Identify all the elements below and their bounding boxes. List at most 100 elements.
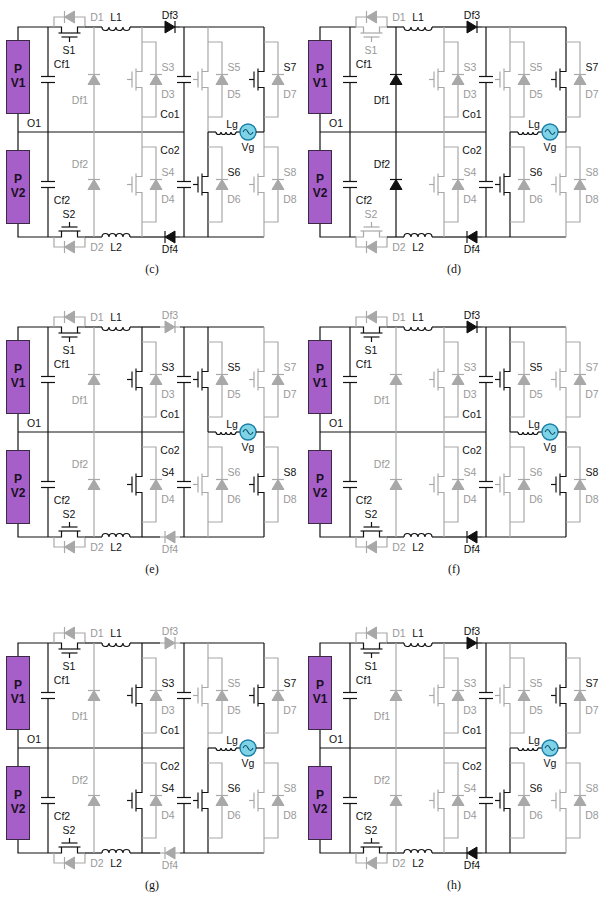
diode-triangle: [165, 321, 175, 333]
wire: [64, 627, 65, 639]
wire: [452, 479, 464, 480]
diode-triangle: [390, 375, 402, 385]
inductor-symbol: [102, 327, 130, 331]
wire: [208, 763, 222, 796]
wire: [208, 190, 222, 223]
wire: [560, 388, 566, 433]
diode-symbol: [65, 857, 75, 869]
diode-symbol: [150, 480, 162, 490]
wire: [356, 643, 364, 649]
diode-symbol: [272, 480, 284, 490]
wire: [160, 26, 165, 27]
wire: [41, 481, 55, 482]
component-label: Cf2: [356, 811, 372, 822]
wire: [518, 795, 530, 796]
wire: [438, 88, 444, 133]
diode-symbol: [216, 75, 228, 85]
wire: [429, 800, 434, 801]
wire: [349, 643, 350, 693]
wire: [349, 327, 350, 377]
component-label: D2: [392, 242, 405, 253]
diode-triangle: [272, 796, 284, 806]
sine-mark: [243, 430, 253, 435]
wire: [438, 809, 444, 854]
diode-symbol: [272, 75, 284, 85]
switch-symbol: [54, 327, 85, 342]
diode-symbol: [390, 132, 402, 237]
switch-symbol: [429, 748, 444, 853]
wire: [518, 690, 530, 691]
component-label: L1: [110, 12, 122, 23]
wire: [93, 132, 94, 180]
source-circle: [542, 424, 558, 440]
component-label: Df2: [72, 459, 88, 470]
wire: [444, 147, 458, 180]
wire: [93, 385, 94, 433]
component-label: D2: [392, 542, 405, 553]
switch-symbol: [356, 838, 387, 853]
wire: [216, 479, 228, 480]
wire: [54, 237, 65, 247]
component-label: D3: [161, 89, 174, 100]
diode-symbol: [88, 748, 100, 853]
wire: [438, 27, 444, 72]
wire: [485, 643, 486, 693]
diode-symbol: [390, 432, 402, 537]
wire: [432, 642, 462, 643]
wire: [93, 327, 94, 375]
wire: [371, 653, 372, 658]
diode-symbol: [574, 180, 586, 190]
diode-triangle: [65, 627, 75, 639]
component-label: D7: [283, 705, 296, 716]
wire: [258, 193, 264, 238]
wire: [208, 42, 222, 75]
pv-label: P V2: [11, 789, 26, 817]
wire: [510, 42, 524, 75]
component-label: Df3: [464, 10, 480, 21]
component-label: D4: [161, 810, 174, 821]
wire: [320, 131, 486, 132]
component-label: S4: [464, 467, 477, 478]
component-label: Df1: [374, 711, 390, 722]
wire: [462, 536, 467, 537]
wire: [343, 481, 357, 482]
diode-triangle: [390, 75, 402, 85]
component-label: D5: [529, 389, 542, 400]
diode-symbol: [150, 75, 162, 85]
wire: [495, 379, 500, 380]
wire: [150, 690, 162, 691]
pv-label: P V2: [11, 473, 26, 501]
wire: [208, 85, 222, 118]
wire: [183, 432, 184, 482]
component-label: Df3: [464, 310, 480, 321]
wire: [249, 800, 254, 801]
switch-symbol: [193, 432, 208, 537]
component-label: S2: [365, 209, 378, 220]
component-label: S5: [228, 62, 241, 73]
component-label: D7: [585, 705, 598, 716]
component-label: D1: [90, 312, 103, 323]
wire: [444, 42, 458, 75]
panel-caption: (d): [447, 263, 461, 275]
inductor-symbol: [216, 748, 236, 751]
wire: [444, 701, 458, 734]
component-label: Cf1: [54, 359, 70, 370]
wire: [130, 852, 160, 853]
wire: [216, 795, 228, 796]
component-label: Lg: [226, 419, 238, 430]
component-label: Vg: [242, 442, 255, 453]
diode-symbol: [65, 541, 75, 553]
diode-triangle: [467, 321, 477, 333]
sine-mark: [243, 130, 253, 135]
wire: [495, 695, 500, 696]
component-label: O1: [329, 118, 343, 129]
component-label: D2: [392, 858, 405, 869]
wire: [574, 74, 586, 75]
pv-label: P V1: [11, 679, 26, 707]
switch-symbol: [249, 643, 264, 748]
switch-symbol: [193, 132, 208, 237]
component-label: Lg: [528, 735, 540, 746]
wire: [371, 222, 372, 227]
wire: [54, 853, 65, 863]
wire: [560, 704, 566, 749]
